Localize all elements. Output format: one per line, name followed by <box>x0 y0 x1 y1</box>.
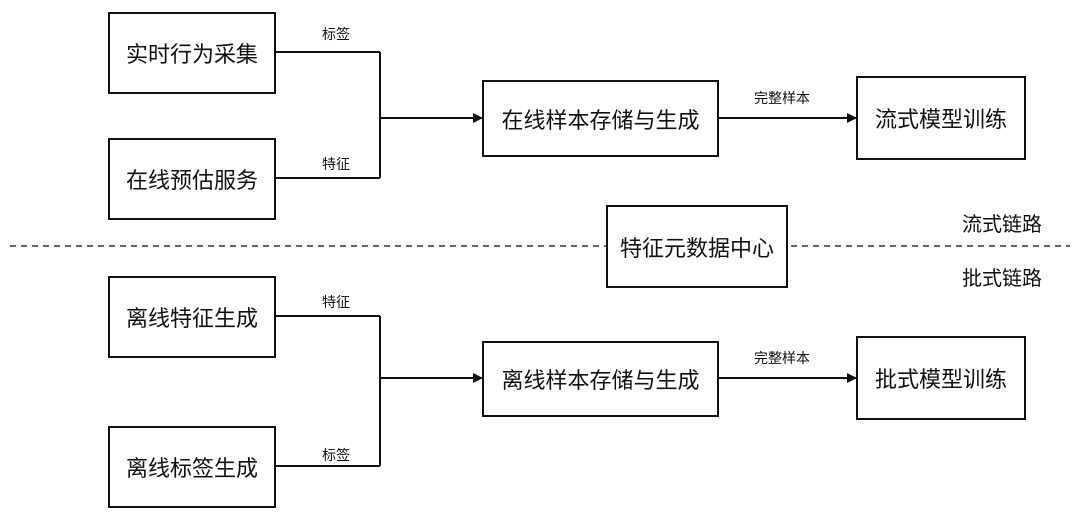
edge-label-feature-bottom: 特征 <box>322 295 350 311</box>
feature-meta-box: 特征元数据中心 <box>606 205 788 288</box>
batch-training-box: 批式模型训练 <box>856 336 1026 420</box>
online-prediction-box: 在线预估服务 <box>108 138 276 220</box>
stream-training-box: 流式模型训练 <box>856 76 1026 160</box>
lane-label-stream: 流式链路 <box>962 212 1042 236</box>
edge-label-complete-sample-bottom: 完整样本 <box>754 351 810 367</box>
edge-label-label-top: 标签 <box>322 27 350 43</box>
offline-feature-box: 离线特征生成 <box>108 276 276 358</box>
realtime-behavior-box: 实时行为采集 <box>108 12 276 94</box>
edge-label-label-bottom: 标签 <box>322 448 350 464</box>
online-sample-box: 在线样本存储与生成 <box>482 80 719 157</box>
lane-label-batch: 批式链路 <box>962 266 1042 290</box>
edge-label-feature-top: 特征 <box>322 157 350 173</box>
offline-label-box: 离线标签生成 <box>108 426 276 508</box>
offline-sample-box: 离线样本存储与生成 <box>482 341 719 417</box>
edge-label-complete-sample-top: 完整样本 <box>754 91 810 107</box>
